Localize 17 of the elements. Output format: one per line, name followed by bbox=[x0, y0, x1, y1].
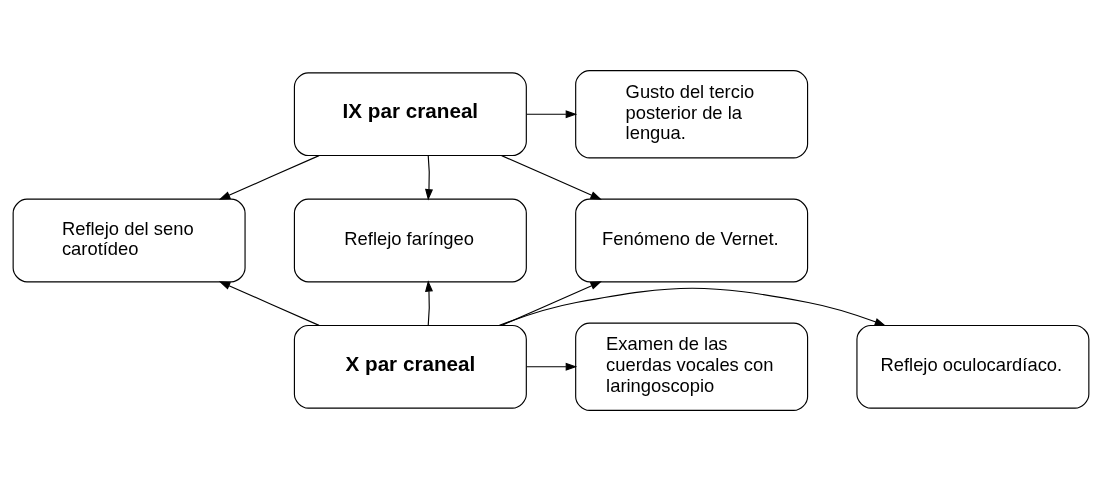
node-box: Reflejo faríngeo bbox=[293, 198, 527, 283]
arrow bbox=[501, 155, 602, 200]
arrow bbox=[501, 281, 602, 326]
arrow bbox=[218, 281, 320, 326]
node-box: Gusto del tercio posterior de la lengua. bbox=[575, 70, 809, 159]
arrow bbox=[425, 155, 434, 201]
node-box: X par craneal bbox=[293, 324, 527, 409]
node-box: Reflejo del seno carotídeo bbox=[12, 198, 246, 283]
node-box: Examen de las cuerdas vocales con laringoscopio bbox=[575, 322, 809, 411]
arrow bbox=[498, 287, 887, 326]
node-box: Fenómeno de Vernet. bbox=[575, 198, 809, 283]
arrow bbox=[425, 280, 433, 326]
node-box: IX par craneal bbox=[293, 72, 527, 157]
arrow bbox=[218, 155, 320, 200]
arrow bbox=[526, 110, 578, 119]
node-box: Reflejo oculocardíaco. bbox=[856, 324, 1090, 409]
arrow bbox=[526, 362, 578, 371]
